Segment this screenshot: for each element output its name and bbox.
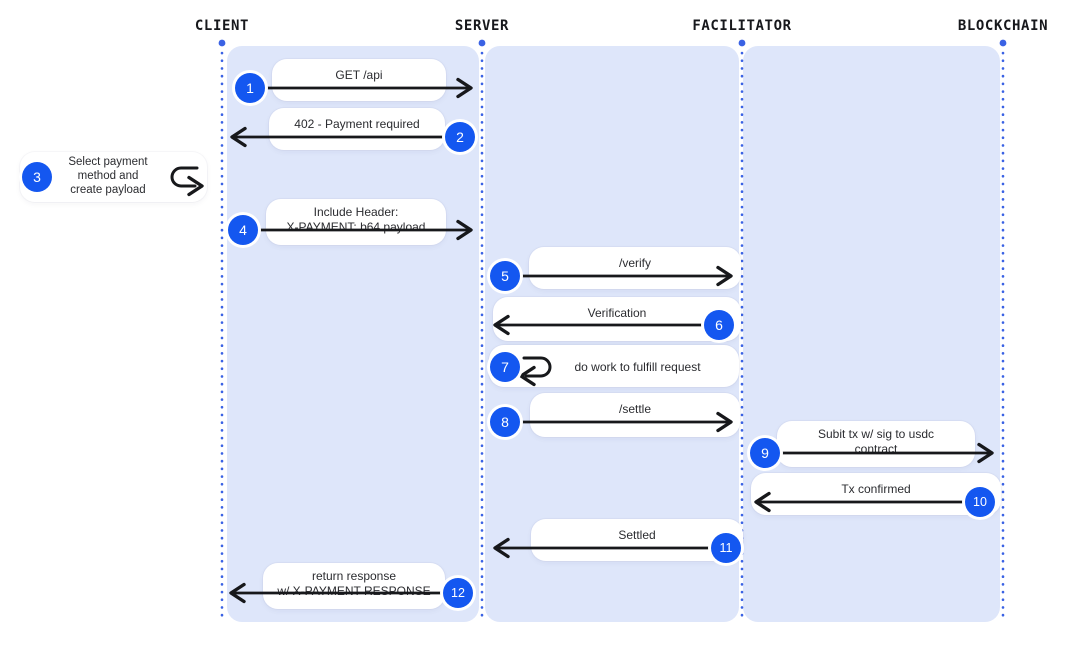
message-pill-5: [529, 247, 741, 289]
step-number: 2: [456, 129, 464, 145]
step-badge-1: 1: [235, 73, 265, 103]
message-label-line: create payload: [70, 183, 146, 196]
step-badge-12: 12: [443, 578, 473, 608]
message-label-line: /settle: [618, 402, 651, 416]
message-pill-9: [777, 421, 975, 467]
message-pill-8: [530, 393, 740, 437]
step-badge-3: 3: [22, 162, 52, 192]
actor-label-server: SERVER: [454, 18, 510, 34]
message-label-line: Settled: [618, 528, 656, 542]
message-label-line: Subit tx w/ sig to usdc: [817, 427, 935, 441]
actor-label-facilitator: FACILITATOR: [692, 18, 792, 34]
step-badge-7: 7: [490, 352, 520, 382]
message-label-line: 402 - Payment required: [294, 117, 420, 131]
lane-panel-2: [743, 46, 1000, 622]
message-label-2: 402 - Payment required: [269, 117, 445, 132]
message-pill-10: [751, 473, 1001, 515]
message-label-line: do work to fulfill request: [574, 360, 701, 374]
message-label-7: do work to fulfill request: [545, 360, 730, 375]
message-label-1: GET /api: [272, 68, 446, 83]
step-number: 11: [719, 541, 733, 555]
message-label-5: /verify: [529, 256, 741, 271]
message-pill-1: [272, 59, 446, 101]
step-badge-8: 8: [490, 407, 520, 437]
step-badge-4: 4: [228, 215, 258, 245]
message-pill-2: [269, 108, 445, 150]
message-pill-12: [263, 563, 445, 609]
step-number: 6: [715, 317, 723, 333]
message-label-line: Include Header:: [313, 205, 399, 219]
step-number: 4: [239, 222, 247, 238]
step-number: 7: [501, 359, 509, 375]
step-badge-11: 11: [711, 533, 741, 563]
message-label-line: GET /api: [335, 68, 383, 82]
message-pill-4: [266, 199, 446, 245]
step-number: 8: [501, 414, 509, 430]
message-pill-11: [531, 519, 743, 561]
message-label-10: Tx confirmed: [751, 482, 1001, 497]
step-number: 9: [761, 445, 769, 461]
message-label-line: Verification: [587, 306, 647, 320]
step-number: 5: [501, 268, 509, 284]
message-label-line: return response: [311, 569, 397, 583]
step-badge-9: 9: [750, 438, 780, 468]
message-label-line: Select payment: [68, 156, 148, 168]
message-label-6: Verification: [493, 306, 741, 321]
step-number: 3: [33, 169, 41, 185]
step-badge-6: 6: [704, 310, 734, 340]
message-label-8: /settle: [530, 402, 740, 417]
message-label-11: Settled: [531, 528, 743, 543]
step-number: 10: [973, 495, 987, 509]
step-badge-2: 2: [445, 122, 475, 152]
step-number: 1: [246, 80, 254, 96]
step-badge-10: 10: [965, 487, 995, 517]
message-label-line: Tx confirmed: [841, 482, 911, 496]
actor-label-client: CLIENT: [194, 18, 250, 34]
message-label-line: method and: [77, 169, 139, 182]
step-badge-5: 5: [490, 261, 520, 291]
actor-label-blockchain: BLOCKCHAIN: [957, 18, 1049, 34]
step-number: 12: [451, 586, 465, 600]
message-pill-6: [493, 297, 741, 341]
message-label-line: /verify: [618, 256, 651, 270]
